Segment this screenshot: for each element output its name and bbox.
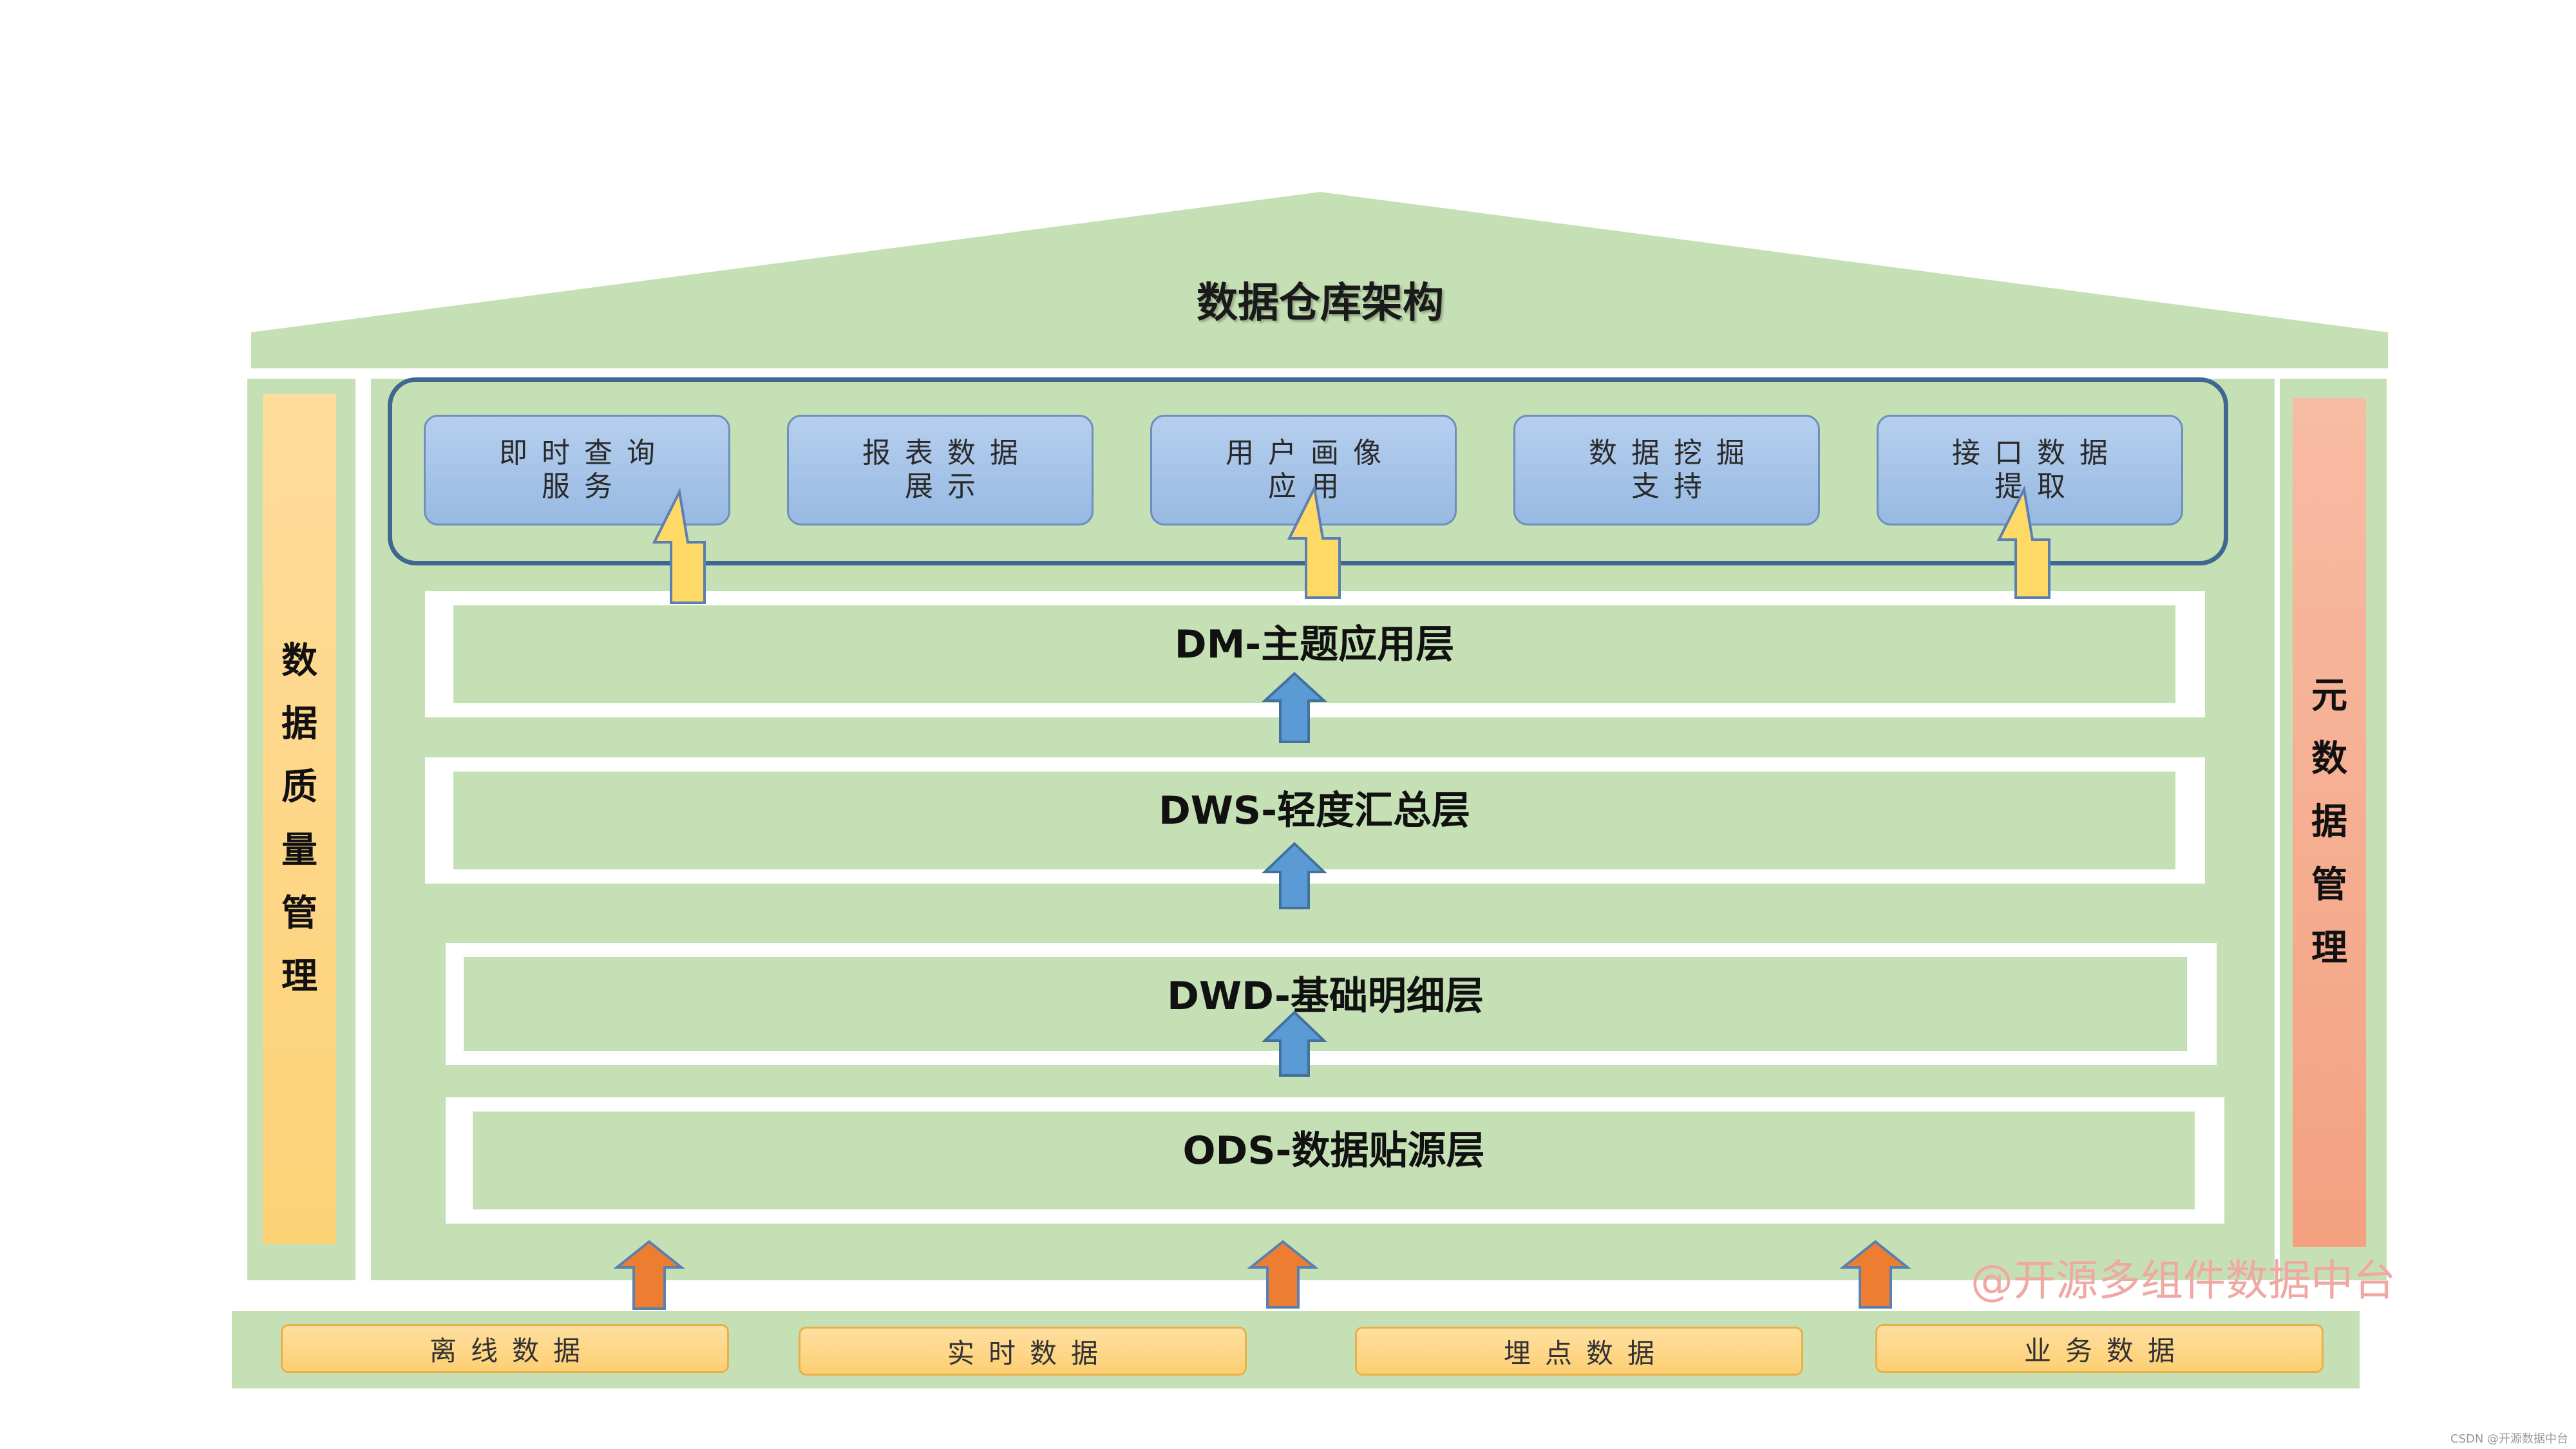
source-label: 业务数据 xyxy=(2023,1334,2189,1367)
app-box-text: 支持 xyxy=(1631,470,1716,503)
app-box-text: 提取 xyxy=(1994,470,2079,503)
source-realtime-data: 实时数据 xyxy=(799,1327,1247,1376)
layer-label: DWS-轻度汇总层 xyxy=(1158,788,1471,833)
app-box-text: 报表数据 xyxy=(862,437,1032,469)
app-box-text: 用户画像 xyxy=(1226,437,1396,469)
left-bar-char: 理 xyxy=(281,956,317,998)
blue-arrow-up-icon xyxy=(1262,1010,1327,1077)
yellow-arrow-up-icon xyxy=(1287,484,1341,599)
source-tracking-data: 埋点数据 xyxy=(1355,1327,1803,1376)
layer-label: DM-主题应用层 xyxy=(1174,622,1455,667)
app-box-text: 接口数据 xyxy=(1952,437,2122,469)
source-label: 离线数据 xyxy=(429,1334,594,1367)
layer-dwd: DWD-基础明细层 xyxy=(464,957,2187,1051)
right-bar-char: 元 xyxy=(2311,675,2347,717)
source-business-data: 业务数据 xyxy=(1875,1324,2324,1373)
layer-dm: DM-主题应用层 xyxy=(453,605,2175,703)
left-bar-char: 质 xyxy=(281,766,317,808)
left-bar-char: 量 xyxy=(281,829,317,871)
source-label: 实时数据 xyxy=(947,1337,1112,1369)
diagram-title: 数据仓库架构 xyxy=(1197,279,1444,327)
app-box-data-mining: 数据挖掘 支持 xyxy=(1513,415,1820,526)
source-label: 埋点数据 xyxy=(1503,1337,1669,1369)
app-box-text: 数据挖掘 xyxy=(1589,437,1759,469)
data-quality-management-bar: 数 据 质 量 管 理 xyxy=(263,394,336,1244)
right-bar-char: 理 xyxy=(2311,927,2347,969)
right-bar-char: 管 xyxy=(2311,864,2347,906)
right-bar-char: 据 xyxy=(2311,801,2347,843)
blue-arrow-up-icon xyxy=(1261,672,1328,743)
left-bar-char: 数 xyxy=(281,640,317,682)
watermark-text: @开源多组件数据中台 xyxy=(1971,1256,2396,1305)
left-bar-char: 据 xyxy=(281,703,317,745)
orange-arrow-up-icon xyxy=(1839,1240,1911,1309)
app-box-text: 应用 xyxy=(1268,470,1353,503)
layer-label: DWD-基础明细层 xyxy=(1167,974,1484,1019)
app-box-text: 即时查询 xyxy=(499,437,669,469)
blue-arrow-up-icon xyxy=(1262,842,1327,909)
yellow-arrow-up-icon xyxy=(1996,485,2050,599)
footer-credit: CSDN @开源数据中台 xyxy=(2450,1432,2569,1446)
layer-ods: ODS-数据贴源层 xyxy=(473,1112,2195,1209)
app-box-user-profile: 用户画像 应用 xyxy=(1150,415,1457,526)
right-bar-char: 数 xyxy=(2311,738,2347,780)
app-box-interface-extract: 接口数据 提取 xyxy=(1877,415,2183,526)
yellow-arrow-up-icon xyxy=(652,488,706,604)
orange-arrow-up-icon xyxy=(613,1240,685,1310)
app-box-text: 服务 xyxy=(542,470,627,503)
app-box-text: 展示 xyxy=(905,470,990,503)
app-box-report-display: 报表数据 展示 xyxy=(787,415,1094,526)
metadata-management-bar: 元 数 据 管 理 xyxy=(2293,398,2366,1247)
layer-dws: DWS-轻度汇总层 xyxy=(453,772,2175,869)
source-offline-data: 离线数据 xyxy=(281,1324,729,1373)
layer-label: ODS-数据贴源层 xyxy=(1182,1128,1485,1173)
orange-arrow-up-icon xyxy=(1247,1240,1319,1309)
left-bar-char: 管 xyxy=(281,893,317,934)
